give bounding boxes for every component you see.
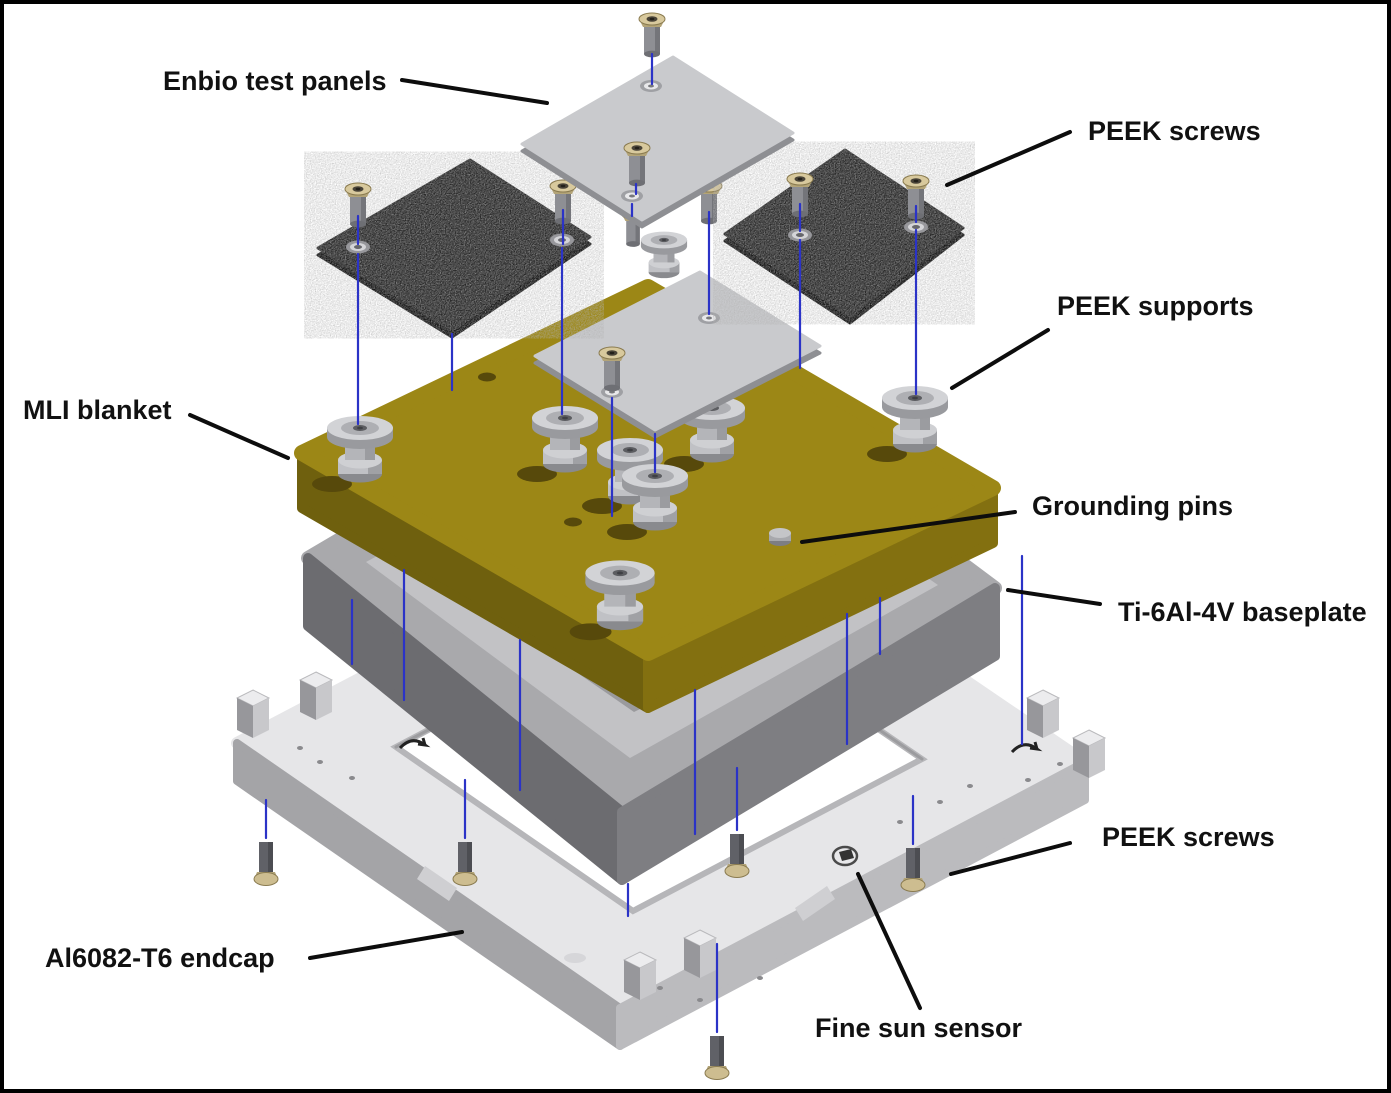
peek-screw — [786, 172, 814, 218]
black-test-panel-right — [723, 148, 965, 325]
peek-support — [640, 231, 688, 279]
peek-support — [312, 416, 393, 492]
hanging-screws — [253, 834, 926, 1080]
peek-support — [569, 560, 655, 641]
label-mli-blanket: MLI blanket — [23, 395, 172, 425]
peek-support — [517, 406, 598, 482]
corner-post — [235, 689, 271, 738]
label-grounding-pins: Grounding pins — [1032, 491, 1233, 521]
central-support — [621, 208, 688, 279]
label-peek-screws-top: PEEK screws — [1088, 116, 1261, 146]
label-endcap: Al6082-T6 endcap — [45, 943, 275, 973]
enbio-panel-top — [520, 55, 795, 229]
fine-sun-sensor — [831, 845, 859, 867]
label-fine-sun-sensor: Fine sun sensor — [815, 1013, 1023, 1043]
peek-support — [867, 386, 948, 462]
leader-endcap — [308, 930, 464, 960]
leader-peek-screws-bottom — [949, 841, 1072, 876]
part-labels: Enbio test panels PEEK screws PEEK suppo… — [23, 66, 1367, 1043]
corner-post — [682, 929, 718, 978]
right-panel-screws — [786, 172, 930, 220]
guide-lines — [264, 52, 1024, 1034]
leader-grounding-pins — [800, 510, 1017, 544]
leader-baseplate — [1006, 588, 1102, 606]
corner-post — [1071, 729, 1107, 778]
peek-screw-inverted — [452, 842, 478, 886]
label-peek-supports: PEEK supports — [1057, 291, 1254, 321]
grounding-pin — [769, 528, 791, 546]
peek-screw — [598, 346, 626, 392]
peek-screw — [623, 141, 651, 187]
peek-screw-inverted — [900, 848, 926, 892]
corner-post — [298, 671, 334, 720]
leader-mli-blanket — [188, 413, 290, 460]
peek-screw-inverted — [253, 842, 279, 886]
peek-screw — [638, 12, 666, 58]
corner-post — [622, 951, 658, 1000]
label-ti-baseplate: Ti-6Al-4V baseplate — [1118, 597, 1367, 627]
peek-screw — [902, 174, 930, 220]
leader-peek-supports — [950, 328, 1050, 390]
label-peek-screws-bottom: PEEK screws — [1102, 822, 1275, 852]
corner-post — [1025, 689, 1061, 738]
peek-screw-inverted — [704, 1036, 730, 1080]
leader-lines — [188, 78, 1102, 1010]
top-panel-screws — [623, 12, 666, 187]
leader-enbio-test-panels — [400, 78, 549, 105]
leader-fine-sun-sensor — [856, 872, 922, 1010]
black-test-panel-left — [316, 158, 592, 339]
label-enbio-test-panels: Enbio test panels — [163, 66, 387, 96]
peek-supports-group — [312, 386, 948, 641]
leader-peek-screws-top — [945, 130, 1072, 187]
peek-screw-inverted — [724, 834, 750, 878]
peek-support — [607, 464, 688, 540]
enbio-panel-lower — [533, 270, 822, 439]
